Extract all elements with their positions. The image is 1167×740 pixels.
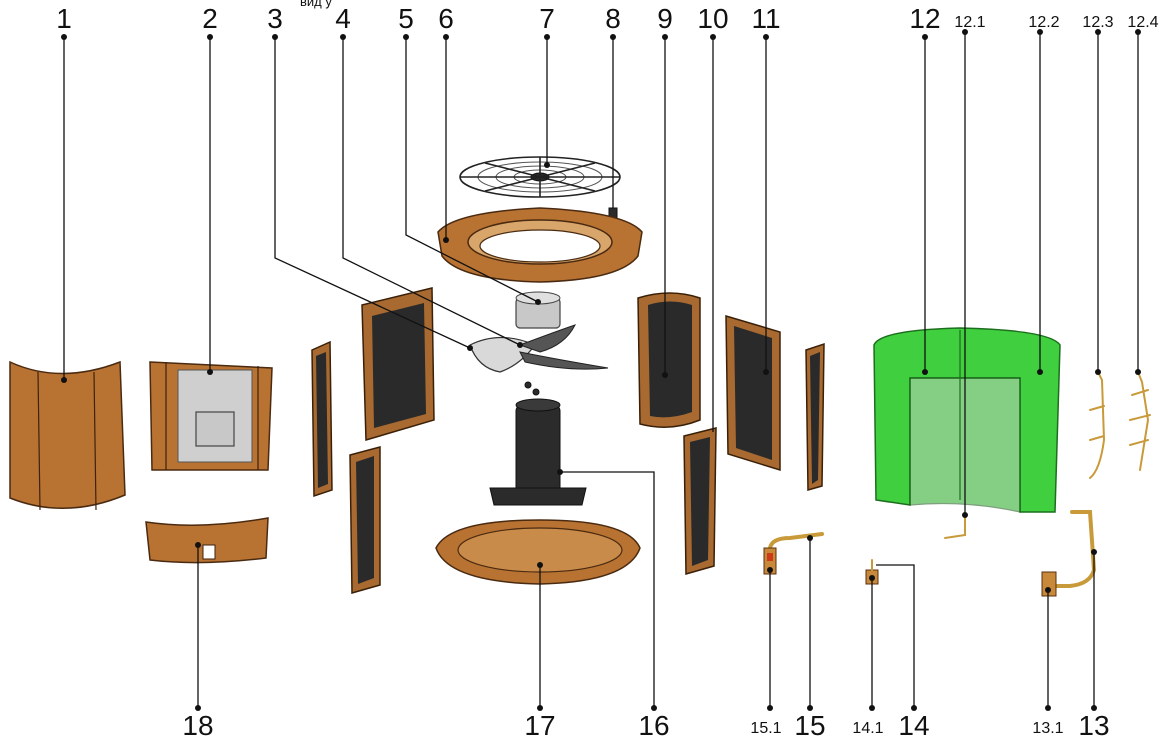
part-13-pipe-assembly (1041, 510, 1097, 597)
label-5: 5 (398, 3, 414, 34)
part-1-side-panel (9, 360, 126, 511)
label-12-3: 12.3 (1082, 14, 1113, 31)
part-large-grille-left (361, 287, 435, 441)
label-7: 7 (539, 3, 555, 34)
part-11-grille (725, 314, 781, 472)
label-14: 14 (898, 710, 929, 740)
label-12-1: 12.1 (954, 14, 985, 31)
label-17: 17 (524, 710, 555, 740)
label-1: 1 (56, 3, 72, 34)
label-18: 18 (182, 710, 213, 740)
label-13-1: 13.1 (1032, 720, 1063, 737)
right-narrow-grille (805, 342, 825, 491)
top-text-fragment: вид у (300, 0, 332, 9)
part-6-top-frame (437, 207, 643, 283)
part-15-valve-assembly (763, 532, 824, 575)
label-13: 13 (1078, 710, 1109, 740)
part-9-grille (637, 292, 701, 428)
label-2: 2 (202, 3, 218, 34)
part-4-fan-blade (469, 324, 609, 396)
label-12-4: 12.4 (1127, 14, 1158, 31)
label-12-2: 12.2 (1028, 14, 1059, 31)
part-7-fan-guard (459, 156, 621, 198)
part-12-condenser-coil (873, 327, 1061, 513)
bottom-labels: 18 17 16 15.1 15 14.1 14 13.1 13 (182, 710, 1109, 740)
left-narrow-grille-upper (311, 340, 333, 498)
label-8: 8 (605, 3, 621, 34)
label-3: 3 (267, 3, 283, 34)
part-16-compressor (489, 398, 587, 506)
top-labels: 1 2 3 4 5 6 7 8 9 10 11 12 12.1 12.2 12.… (56, 3, 1158, 34)
left-narrow-grille-lower (349, 446, 381, 594)
label-14-1: 14.1 (852, 720, 883, 737)
part-5-fan-motor (515, 291, 561, 329)
part-18-lower-bracket (145, 517, 269, 564)
label-11: 11 (751, 3, 780, 34)
label-9: 9 (657, 3, 673, 34)
label-15: 15 (794, 710, 825, 740)
part-12-3-manifold (1089, 371, 1106, 479)
part-2-control-panel (149, 361, 273, 471)
label-10: 10 (697, 3, 728, 34)
label-6: 6 (438, 3, 454, 34)
label-15-1: 15.1 (750, 720, 781, 737)
part-12-4-manifold (1129, 371, 1151, 471)
part-17-base-pan (435, 519, 641, 585)
part-10-narrow-grille (683, 427, 717, 575)
label-4: 4 (335, 3, 351, 34)
leader-lines (61, 29, 1141, 711)
label-16: 16 (638, 710, 669, 740)
part-12-1-pipe (944, 514, 966, 539)
label-12: 12 (909, 3, 940, 34)
